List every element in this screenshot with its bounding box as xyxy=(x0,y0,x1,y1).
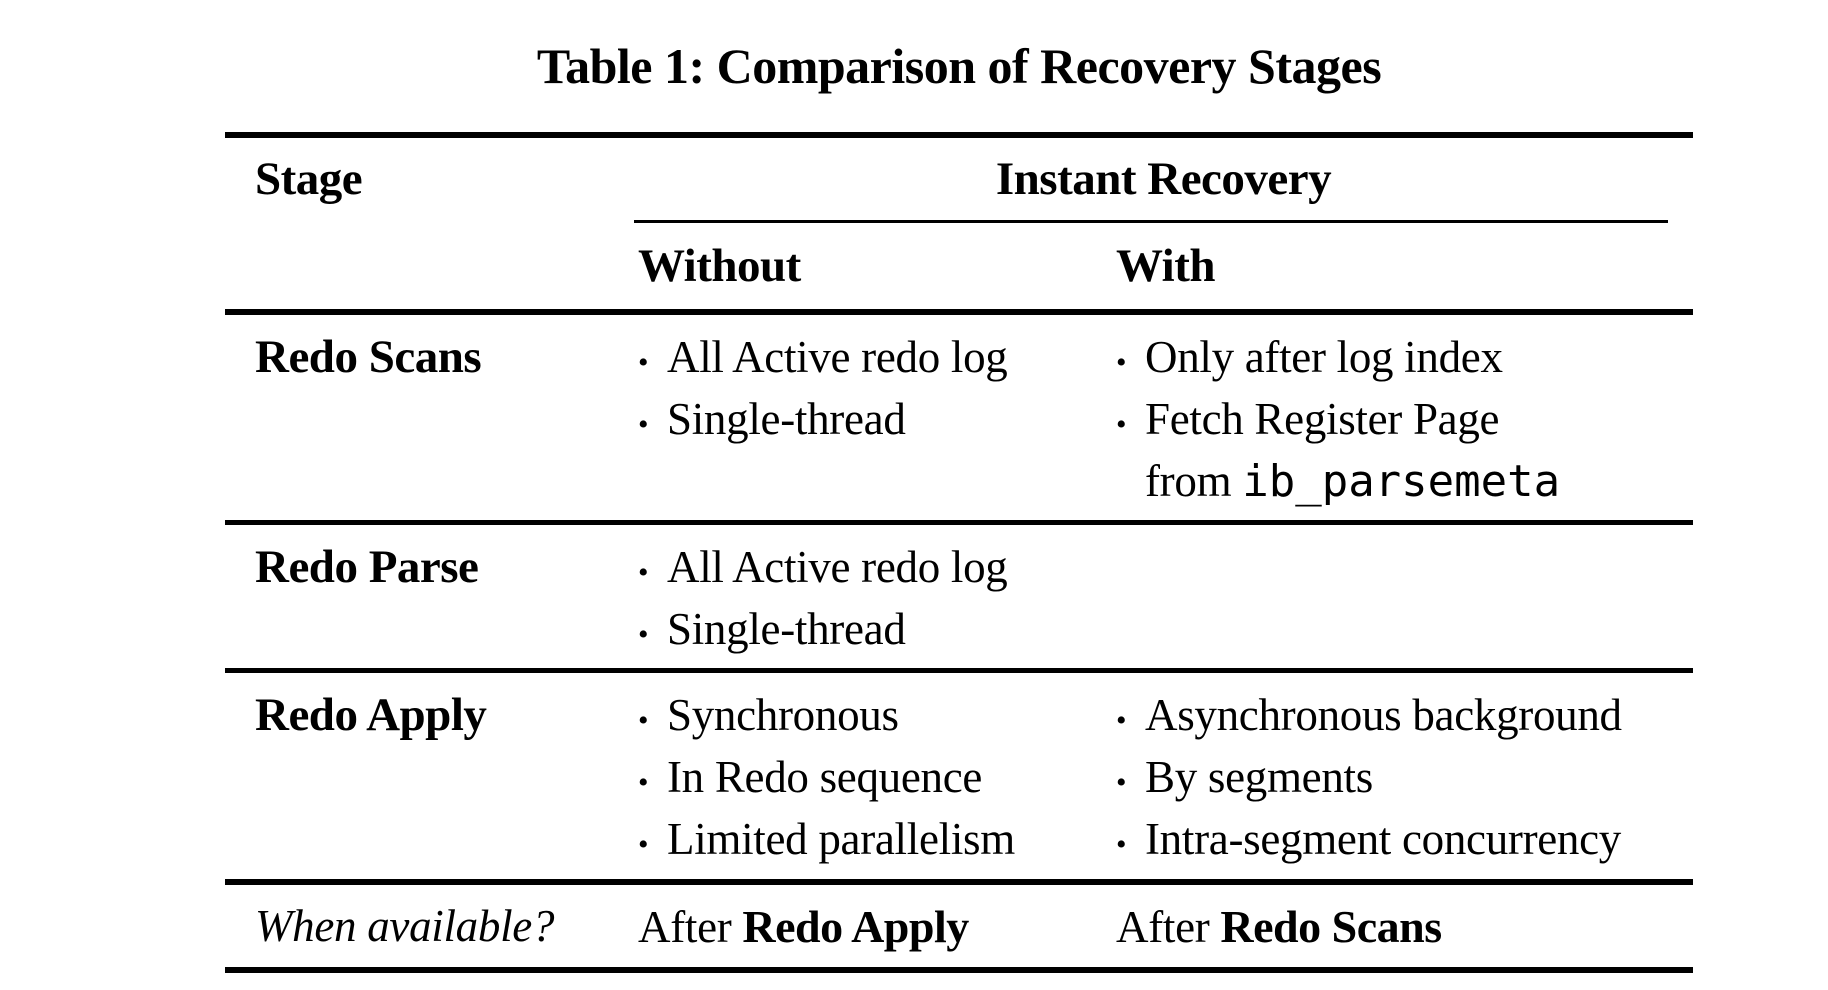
redo-apply-with-cell: • Asynchronous background • By segments … xyxy=(1112,687,1693,873)
mid-rule-3 xyxy=(225,879,1693,885)
header-row-sub: Without With xyxy=(225,223,1693,309)
list-item: • Fetch Register Page xyxy=(1116,391,1693,453)
list-item: • Asynchronous background xyxy=(1116,687,1693,749)
redo-apply-without-cell: • Synchronous • In Redo sequence • Limit… xyxy=(634,687,1112,873)
recovery-stages-table: Stage Instant Recovery Without With Redo… xyxy=(225,132,1693,973)
column-header-instant-recovery: Instant Recovery xyxy=(995,153,1332,205)
list-item: • Intra-segment concurrency xyxy=(1116,811,1693,873)
list-item: • In Redo sequence xyxy=(638,749,1112,811)
bullet-icon: • xyxy=(1116,828,1127,861)
stage-name-bold: Redo Scans xyxy=(1220,900,1442,952)
bullet-icon: • xyxy=(638,828,649,861)
list-item-text: All Active redo log xyxy=(667,542,1008,592)
after-prefix: After xyxy=(638,901,743,952)
bullet-icon: • xyxy=(1116,766,1127,799)
table-row-redo-scans: Redo Scans • All Active redo log • Singl… xyxy=(225,315,1693,520)
list-item: • Limited parallelism xyxy=(638,811,1112,873)
cmidrule-wrap xyxy=(225,220,1693,223)
bullet-icon: • xyxy=(638,556,649,589)
mid-rule-2 xyxy=(225,668,1693,673)
when-available-with-cell: After Redo Scans xyxy=(1112,900,1693,953)
bullet-icon: • xyxy=(638,704,649,737)
list-item-text: Limited parallelism xyxy=(667,814,1015,864)
bullet-icon: • xyxy=(638,618,649,651)
redo-scans-with-cell: • Only after log index • Fetch Register … xyxy=(1112,329,1693,510)
continuation-prefix: from xyxy=(1145,456,1243,506)
list-item: • Only after log index xyxy=(1116,329,1693,391)
table-row-redo-apply: Redo Apply • Synchronous • In Redo seque… xyxy=(225,673,1693,879)
row-label-redo-scans: Redo Scans xyxy=(255,331,482,383)
list-item-text: By segments xyxy=(1145,752,1373,802)
bullet-icon: • xyxy=(638,766,649,799)
list-item: • All Active redo log xyxy=(638,539,1112,601)
list-item-text: In Redo sequence xyxy=(667,752,983,802)
bullet-icon: • xyxy=(1116,704,1127,737)
bullet-icon: • xyxy=(638,408,649,441)
header-bottom-rule xyxy=(225,309,1693,315)
top-rule xyxy=(225,132,1693,138)
list-item: • Single-thread xyxy=(638,601,1112,663)
code-token: ib_parsemeta xyxy=(1242,456,1561,507)
column-header-stage: Stage xyxy=(255,153,363,205)
list-item-text: Intra-segment concurrency xyxy=(1145,814,1622,864)
when-available-without-cell: After Redo Apply xyxy=(634,900,1112,953)
header-row-group: Stage Instant Recovery xyxy=(225,138,1693,220)
bullet-icon: • xyxy=(1116,346,1127,379)
table-row-when-available: When available? After Redo Apply After R… xyxy=(225,885,1693,967)
list-item-text: Single-thread xyxy=(667,394,906,444)
instant-recovery-underline-rule xyxy=(634,220,1668,223)
row-label-when-available: When available? xyxy=(255,901,555,951)
list-item: • All Active redo log xyxy=(638,329,1112,391)
column-header-without: Without xyxy=(638,240,801,292)
row-label-redo-parse: Redo Parse xyxy=(255,541,479,593)
list-item-text: Fetch Register Page xyxy=(1145,394,1500,444)
table-caption: Table 1: Comparison of Recovery Stages xyxy=(536,38,1382,94)
bullet-icon: • xyxy=(1116,408,1127,441)
bottom-rule xyxy=(225,967,1693,973)
stage-name-bold: Redo Apply xyxy=(742,900,969,952)
list-item-text: Only after log index xyxy=(1145,332,1503,382)
list-item-text: from ib_parsemeta xyxy=(1145,453,1560,510)
mid-rule-1 xyxy=(225,520,1693,525)
column-header-with: With xyxy=(1116,240,1216,292)
row-label-redo-apply: Redo Apply xyxy=(255,689,487,741)
bullet-icon: • xyxy=(638,346,649,379)
table-row-redo-parse: Redo Parse • All Active redo log • Singl… xyxy=(225,525,1693,668)
list-item-continuation: from ib_parsemeta xyxy=(1116,453,1693,510)
redo-scans-without-cell: • All Active redo log • Single-thread xyxy=(634,329,1112,453)
list-item-text: All Active redo log xyxy=(667,332,1008,382)
list-item-text: Synchronous xyxy=(667,690,899,740)
list-item: • Single-thread xyxy=(638,391,1112,453)
after-prefix: After xyxy=(1116,901,1221,952)
list-item-text: Asynchronous background xyxy=(1145,690,1622,740)
list-item-text: Single-thread xyxy=(667,604,906,654)
list-item: • Synchronous xyxy=(638,687,1112,749)
list-item: • By segments xyxy=(1116,749,1693,811)
redo-parse-without-cell: • All Active redo log • Single-thread xyxy=(634,539,1112,663)
